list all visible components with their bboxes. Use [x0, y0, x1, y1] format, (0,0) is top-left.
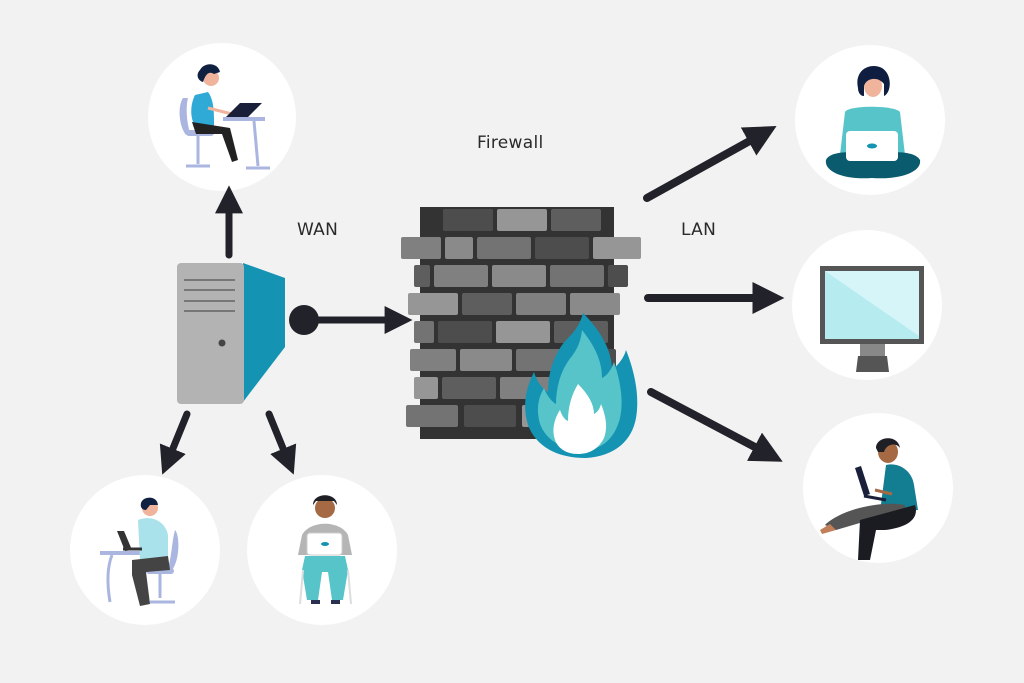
brick: [608, 265, 628, 287]
brick: [462, 293, 512, 315]
brick: [414, 265, 430, 287]
brick: [445, 237, 473, 259]
arrow-server-to-bottom-right-user: [265, 410, 297, 475]
wan-user-circle-top: [148, 43, 296, 191]
brick: [410, 349, 456, 371]
brick: [401, 237, 441, 259]
brick: [492, 265, 546, 287]
person-seated-laptop-icon: [298, 495, 352, 605]
arrow-firewall-to-lan-bottom: [647, 388, 783, 462]
brick: [516, 293, 566, 315]
brick: [570, 293, 620, 315]
brick: [497, 209, 547, 231]
brick: [551, 209, 601, 231]
brick: [442, 377, 496, 399]
brick: [535, 237, 589, 259]
arrow-firewall-to-lan-top: [643, 126, 777, 202]
brick: [460, 349, 512, 371]
desktop-monitor-icon: [820, 266, 924, 372]
firewall-label: Firewall: [477, 133, 544, 153]
woman-cross-legged-icon: [825, 66, 921, 179]
brick: [593, 237, 641, 259]
brick: [408, 293, 458, 315]
wan-label: WAN: [297, 220, 339, 240]
brick: [414, 321, 434, 343]
brick: [443, 209, 493, 231]
lan-label: LAN: [681, 220, 717, 240]
man-at-desk-icon: [100, 497, 179, 606]
brick: [464, 405, 516, 427]
arrows: [159, 126, 785, 475]
server-tower-icon: [177, 263, 285, 404]
brick: [496, 321, 550, 343]
arrow-server-to-bottom-left-user: [159, 410, 191, 475]
woman-at-desk-icon: [179, 64, 270, 170]
brick: [414, 377, 438, 399]
brick: [438, 321, 492, 343]
brick: [434, 265, 488, 287]
brick: [406, 405, 458, 427]
flame-icon: [525, 313, 638, 458]
brick: [477, 237, 531, 259]
man-sitting-laptop-icon: [820, 438, 918, 560]
lan-node-circle-bottom: [803, 413, 953, 563]
brick: [550, 265, 604, 287]
